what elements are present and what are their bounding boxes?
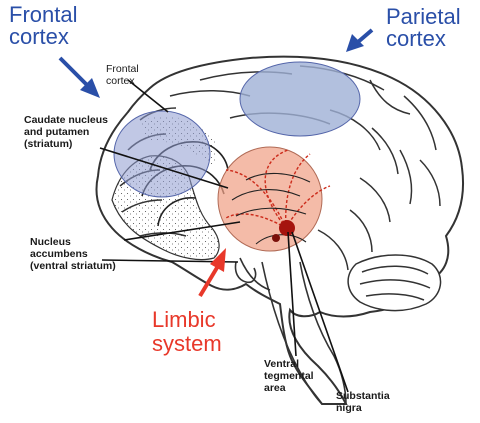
parietal-cortex-label: Parietal cortex [386,6,461,50]
substantia-nigra-label: Substantia nigra [336,390,390,414]
parietal-arrow [346,30,372,52]
ventral-tegmental-label: Ventral tegmental area [264,358,314,394]
nucleus-accumbens-label: Nucleus accumbens (ventral striatum) [30,236,116,272]
frontal-cortex-region [114,111,210,197]
frontal-cortex-small-label: Frontal cortex [106,63,139,87]
frontal-cortex-label: Frontal cortex [9,4,77,48]
limbic-system-label: Limbic system [152,308,222,356]
cerebellum [348,255,440,311]
caudate-label: Caudate nucleus and putamen (striatum) [24,114,108,150]
parietal-cortex-region [240,62,360,136]
vta-node [272,234,280,242]
frontal-arrow [60,58,100,98]
